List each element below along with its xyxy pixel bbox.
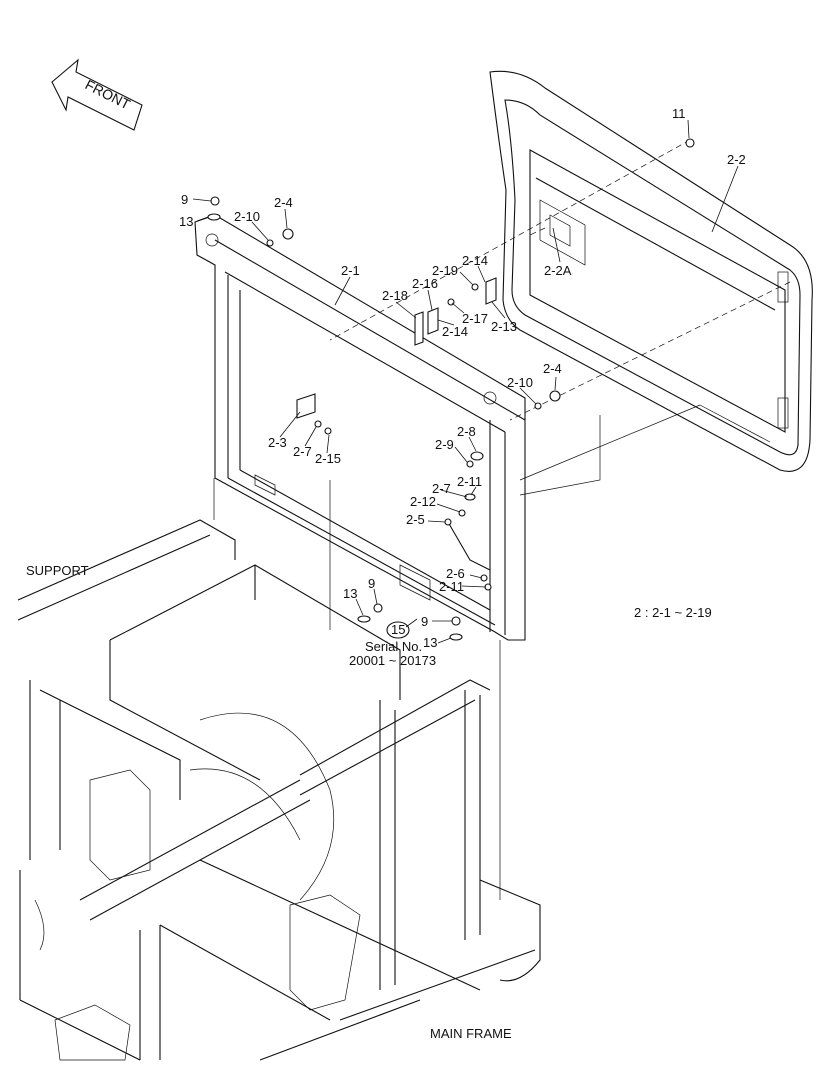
callout-label: 9 bbox=[181, 192, 188, 207]
callout-label: 2-17 bbox=[462, 311, 488, 326]
callout-label: 2-16 bbox=[412, 276, 438, 291]
callout-label: 2-15 bbox=[315, 451, 341, 466]
callout-label: 2-10 bbox=[507, 375, 533, 390]
callout-label: 2-19 bbox=[432, 263, 458, 278]
callout-label: 2-14 bbox=[462, 253, 488, 268]
callout-label: 11 bbox=[672, 106, 686, 121]
callout-label: 2-12 bbox=[410, 494, 436, 509]
callout-label: 9 bbox=[368, 576, 375, 591]
callout-label: 2-6 bbox=[446, 566, 465, 581]
callout-label: 2-14 bbox=[442, 324, 468, 339]
callouts: 9 13 2-10 2-4 11 2-2 2-1 2-19 2-14 2-18 … bbox=[179, 106, 746, 650]
main-frame-label: MAIN FRAME bbox=[430, 1026, 512, 1041]
callout-label: 2-11 bbox=[457, 474, 482, 489]
cover-panel bbox=[489, 70, 813, 472]
fasteners bbox=[207, 138, 695, 641]
serial-note: 15 Serial No. 20001 ~ 20173 bbox=[349, 621, 436, 668]
serial-line-2: 20001 ~ 20173 bbox=[349, 653, 436, 668]
leader-lines bbox=[192, 119, 739, 644]
callout-label: 13 bbox=[343, 586, 357, 601]
callout-label: 2-5 bbox=[406, 512, 425, 527]
callout-label: 2-7 bbox=[432, 481, 451, 496]
callout-label: 2-11 bbox=[439, 579, 464, 594]
parts-range-legend: 2 : 2-1 ~ 2-19 bbox=[634, 605, 712, 620]
serial-line-1: Serial No. bbox=[365, 639, 422, 654]
callout-label: 2-18 bbox=[382, 288, 408, 303]
callout-label: 2-3 bbox=[268, 435, 287, 450]
callout-label: 2-9 bbox=[435, 437, 454, 452]
callout-label: 2-4 bbox=[274, 195, 293, 210]
callout-label: 2-1 bbox=[341, 263, 360, 278]
support-structure bbox=[17, 519, 541, 1061]
callout-label: 2-2A bbox=[544, 263, 572, 278]
callout-label: 13 bbox=[423, 635, 437, 650]
callout-label: 2-7 bbox=[293, 444, 312, 459]
callout-label: 13 bbox=[179, 214, 193, 229]
bracket-frame bbox=[194, 214, 526, 641]
callout-label: 2-8 bbox=[457, 424, 476, 439]
callout-label: 2-10 bbox=[234, 209, 260, 224]
support-label: SUPPORT bbox=[26, 563, 89, 578]
callout-label: 2-2 bbox=[727, 152, 746, 167]
callout-label: 2-13 bbox=[491, 319, 517, 334]
serial-marker: 15 bbox=[391, 622, 405, 637]
callout-label: 9 bbox=[421, 614, 428, 629]
front-arrow: FRONT bbox=[51, 58, 143, 131]
callout-label: 2-4 bbox=[543, 361, 562, 376]
